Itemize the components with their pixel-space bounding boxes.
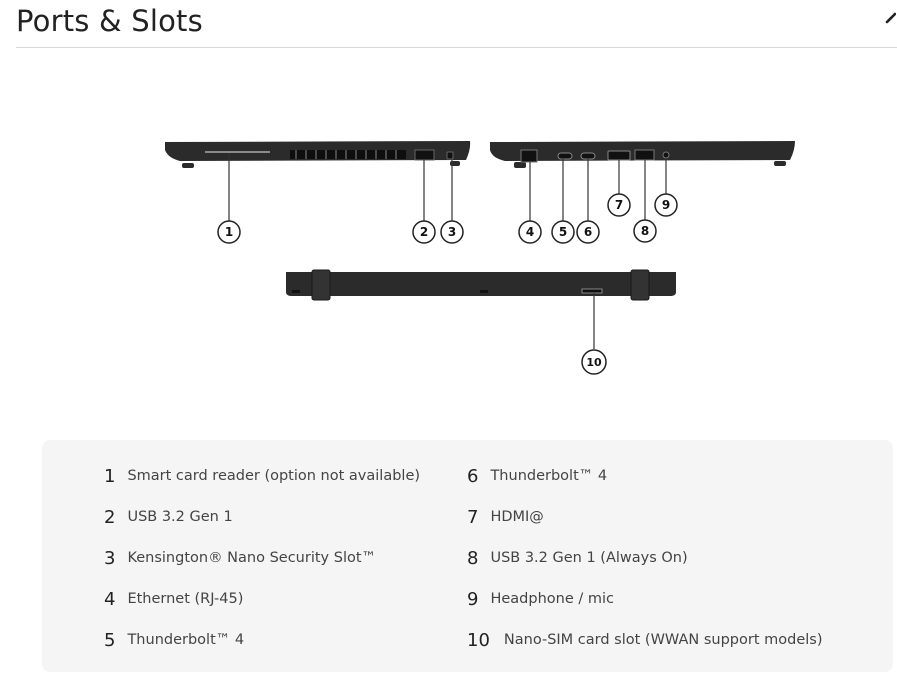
callout-4: 4 — [518, 220, 542, 244]
header-divider — [16, 47, 897, 48]
legend-item: 1 Smart card reader (option not availabl… — [104, 464, 420, 488]
callout-3: 3 — [440, 220, 464, 244]
callout-label: 8 — [641, 224, 649, 238]
legend-label: Thunderbolt™ 4 — [127, 632, 245, 648]
legend-number: 10 — [467, 629, 490, 651]
legend-item: 4 Ethernet (RJ-45) — [104, 587, 243, 611]
legend-item: 3 Kensington® Nano Security Slot™ — [104, 546, 376, 570]
callout-label: 7 — [615, 198, 623, 212]
ports-legend-panel: 1 Smart card reader (option not availabl… — [42, 440, 893, 672]
callout-label: 9 — [662, 198, 670, 212]
section-title: Ports & Slots — [16, 4, 203, 38]
callout-5: 5 — [551, 220, 575, 244]
ports-slots-section-header[interactable]: Ports & Slots — [0, 0, 897, 48]
legend-number: 2 — [104, 506, 116, 528]
legend-item: 10 Nano-SIM card slot (WWAN support mode… — [467, 628, 822, 652]
hdmi-port — [607, 150, 631, 161]
usb-a-port — [414, 149, 435, 161]
callout-label: 6 — [584, 225, 592, 239]
laptop-ports-diagram: 1 2 3 4 5 6 7 8 9 10 — [165, 141, 795, 375]
legend-number: 8 — [467, 547, 479, 569]
ethernet-port — [520, 149, 538, 163]
legend-number: 4 — [104, 588, 116, 610]
legend-item: 6 Thunderbolt™ 4 — [467, 464, 607, 488]
legend-label: Nano-SIM card slot (WWAN support models) — [503, 632, 823, 648]
laptop-right-side-view — [490, 141, 795, 168]
vent-grille — [290, 150, 406, 159]
legend-label: Thunderbolt™ 4 — [490, 468, 608, 484]
legend-label: Kensington® Nano Security Slot™ — [127, 550, 377, 566]
callout-label: 4 — [526, 225, 534, 239]
legend-number: 9 — [467, 588, 479, 610]
callout-6: 6 — [576, 220, 600, 244]
legend-item: 2 USB 3.2 Gen 1 — [104, 505, 233, 529]
legend-item: 7 HDMI@ — [467, 505, 544, 529]
legend-item: 8 USB 3.2 Gen 1 (Always On) — [467, 546, 688, 570]
legend-number: 6 — [467, 465, 479, 487]
callout-label: 10 — [586, 356, 602, 369]
callout-label: 2 — [420, 225, 428, 239]
callout-leader-lines — [228, 153, 667, 349]
usb-a-always-on-port — [634, 149, 655, 161]
callout-9: 9 — [654, 193, 678, 217]
legend-number: 1 — [104, 465, 116, 487]
legend-label: Ethernet (RJ-45) — [127, 591, 244, 607]
legend-label: Headphone / mic — [490, 591, 614, 607]
legend-number: 3 — [104, 547, 116, 569]
callout-label: 3 — [448, 225, 456, 239]
thunderbolt-port-1 — [557, 152, 573, 160]
legend-label: Smart card reader (option not available) — [127, 468, 421, 484]
security-slot — [446, 151, 454, 160]
chevron-up-icon[interactable] — [884, 12, 896, 24]
legend-label: USB 3.2 Gen 1 (Always On) — [490, 550, 688, 566]
callout-1: 1 — [217, 220, 241, 244]
laptop-left-side-view — [165, 141, 471, 168]
callout-8: 8 — [633, 219, 657, 243]
legend-item: 9 Headphone / mic — [467, 587, 614, 611]
callout-7: 7 — [607, 193, 631, 217]
legend-number: 7 — [467, 506, 479, 528]
laptop-rear-view — [286, 269, 676, 301]
callout-markers: 1 2 3 4 5 6 7 8 9 10 — [217, 193, 678, 375]
callout-label: 1 — [225, 225, 233, 239]
legend-number: 5 — [104, 629, 116, 651]
headphone-jack — [662, 151, 670, 159]
legend-label: USB 3.2 Gen 1 — [127, 509, 233, 525]
callout-2: 2 — [412, 220, 436, 244]
nano-sim-slot — [581, 288, 603, 294]
callout-10: 10 — [581, 349, 607, 375]
legend-item: 5 Thunderbolt™ 4 — [104, 628, 244, 652]
callout-label: 5 — [559, 225, 567, 239]
legend-label: HDMI@ — [490, 509, 544, 525]
